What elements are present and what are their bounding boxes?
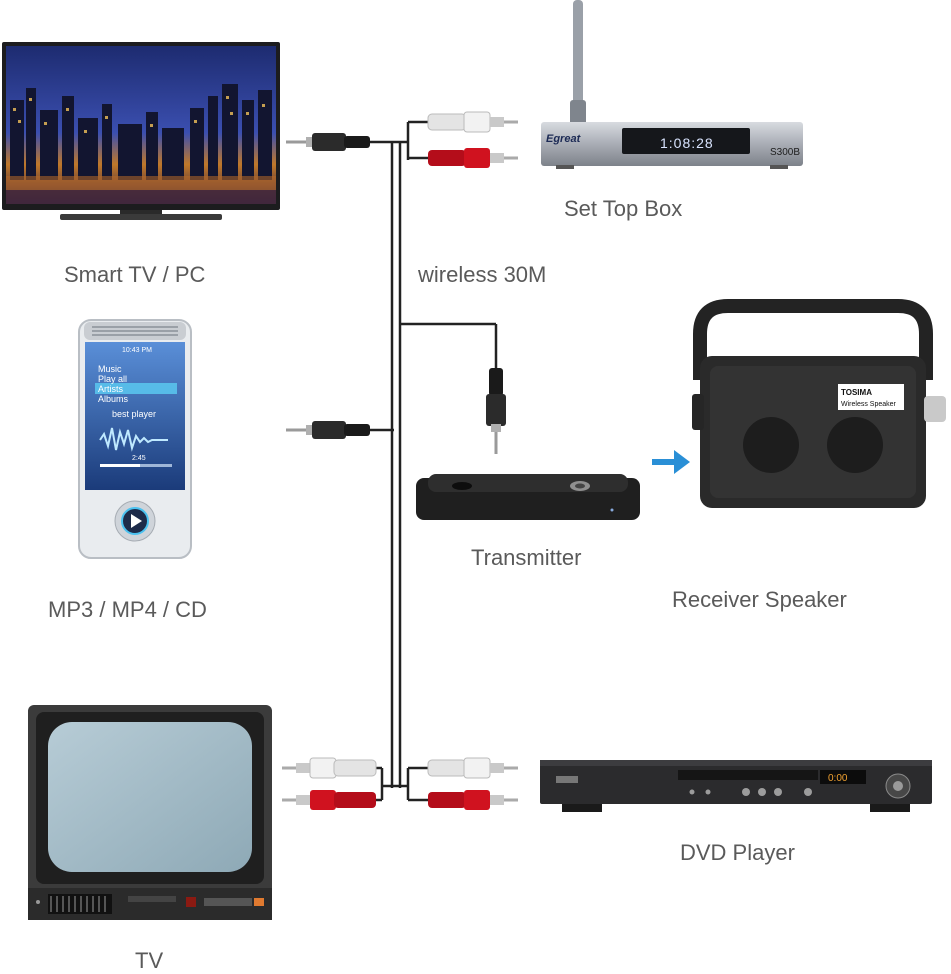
aux-plug-smart-tv	[286, 133, 370, 151]
arrow-icon	[652, 450, 690, 474]
mp3-player-illustration: 10:43 PM Music Play all Artists Albums b…	[78, 319, 192, 559]
player-menu-item: Play all	[98, 374, 127, 384]
crt-tv-illustration	[28, 705, 272, 920]
dvd-display: 0:00	[828, 773, 848, 784]
label-mp3: MP3 / MP4 / CD	[48, 597, 207, 622]
stb-model: S300B	[770, 147, 800, 158]
label-tv: TV	[135, 948, 164, 973]
speaker-brand: TOSIMA	[841, 388, 872, 397]
player-menu-item: Albums	[98, 394, 129, 404]
label-transmitter: Transmitter	[471, 545, 582, 570]
player-menu-item: Music	[98, 364, 122, 374]
label-smart-tv: Smart TV / PC	[64, 262, 206, 287]
dvd-player-illustration: 0:00	[540, 760, 932, 812]
label-wireless: wireless 30M	[418, 262, 547, 287]
label-receiver-speaker: Receiver Speaker	[672, 587, 847, 612]
set-top-box-illustration: Egreat 1:08:28 S300B	[541, 0, 803, 169]
player-clock: 10:43 PM	[122, 347, 152, 354]
aux-plug-transmitter	[486, 368, 506, 454]
player-menu-item: Artists	[98, 384, 124, 394]
player-elapsed: 2:45	[132, 455, 146, 462]
transmitter-illustration	[416, 474, 640, 520]
rca-plugs-set-top-box	[427, 111, 518, 168]
rca-plugs-dvd	[427, 757, 518, 810]
rca-plugs-tv	[282, 757, 377, 810]
cable-bus	[370, 120, 498, 802]
label-set-top-box: Set Top Box	[564, 196, 683, 221]
label-dvd-player: DVD Player	[680, 840, 795, 865]
stb-display: 1:08:28	[660, 135, 714, 151]
receiver-speaker-illustration: TOSIMA Wireless Speaker	[692, 299, 946, 508]
stb-brand: Egreat	[546, 133, 582, 145]
speaker-sticker: Wireless Speaker	[841, 401, 897, 408]
aux-plug-mp3	[286, 421, 370, 439]
smart-tv-illustration	[2, 42, 280, 220]
player-app-name: best player	[112, 409, 156, 419]
